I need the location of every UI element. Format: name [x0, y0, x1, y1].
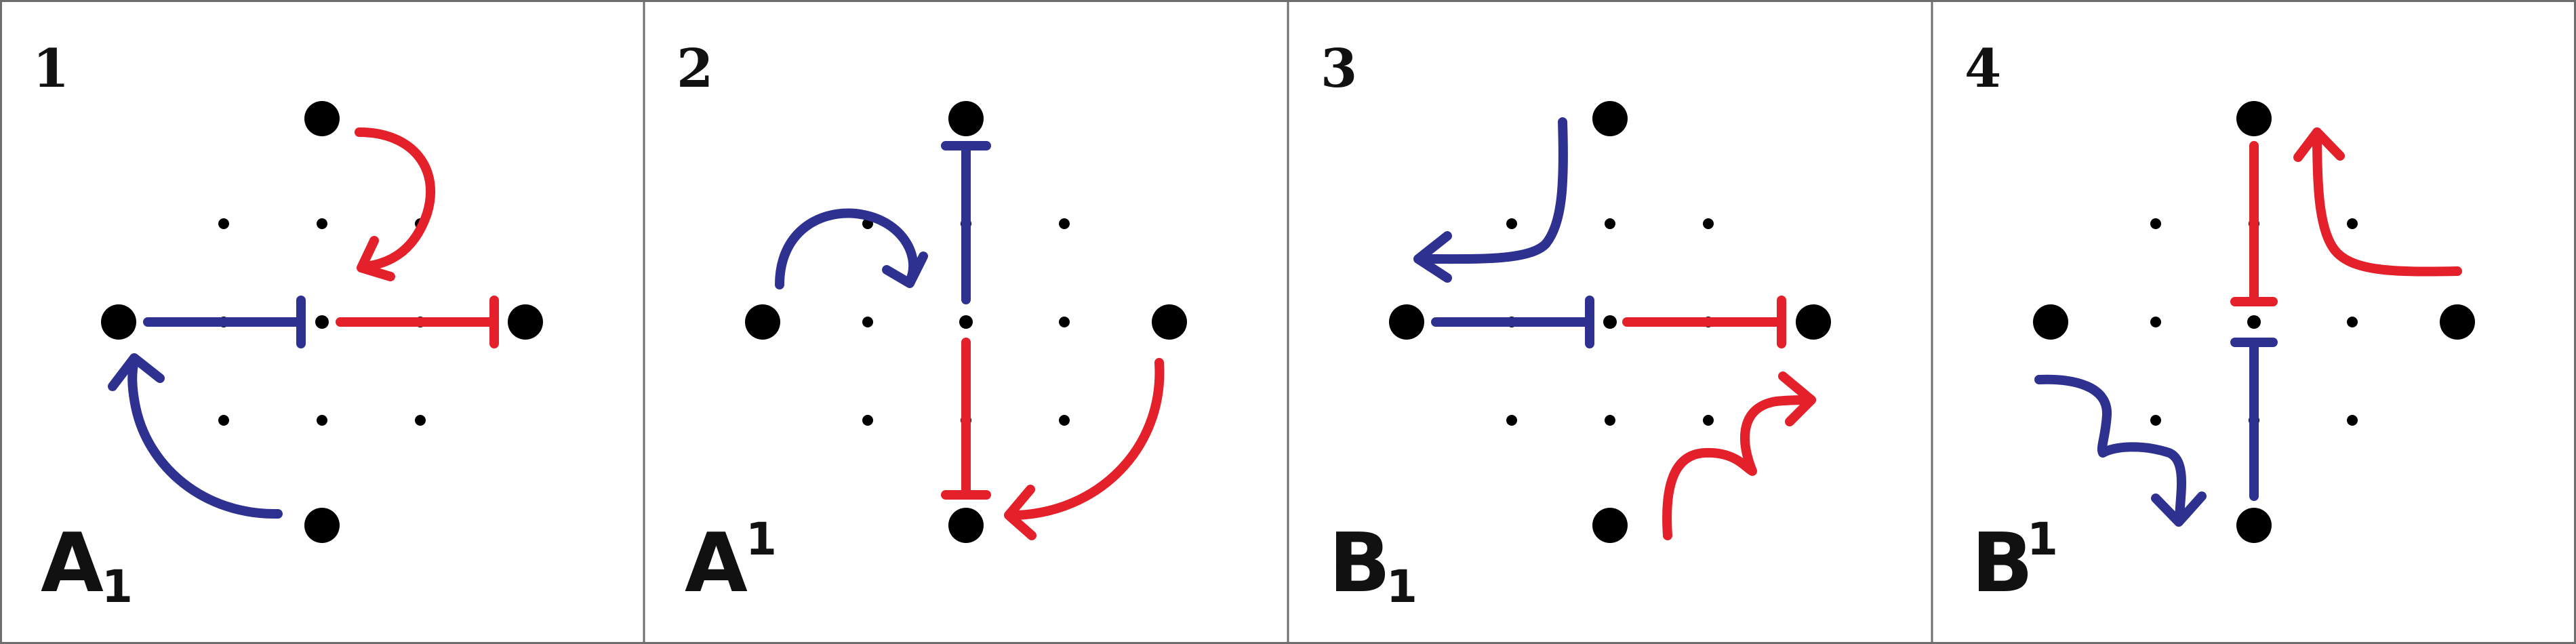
panel-4: 4 B 1 [1965, 38, 2475, 611]
panel-superscript: 1 [2027, 513, 2058, 565]
panel-number: 3 [1321, 38, 1357, 100]
panel-label: B [1329, 517, 1390, 611]
panel-superscript: 1 [746, 513, 777, 565]
red-curved-arrow [1009, 358, 1165, 520]
panel-3: 3 B 1 [1321, 38, 1831, 613]
red-curved-arrow [1662, 395, 1816, 540]
panel-subscript: 1 [102, 561, 133, 613]
panel-label: A [685, 517, 748, 611]
panel-number: 4 [1965, 38, 2001, 100]
panel-subscript: 1 [1386, 561, 1417, 613]
blue-curved-arrow [2034, 374, 2186, 525]
panel-number: 1 [33, 38, 69, 100]
panel-1: 1 A 1 [33, 38, 543, 613]
panel-2: 2 A 1 [677, 38, 1187, 611]
panel-number: 2 [677, 38, 713, 100]
red-curved-arrow [2312, 127, 2462, 277]
blue-curved-arrow [775, 208, 919, 289]
panel-label: B [1971, 517, 2033, 611]
blue-curved-arrow [1415, 117, 1568, 264]
panel-label: A [41, 517, 104, 611]
red-curved-arrow [355, 127, 435, 271]
blue-curved-arrow [127, 355, 283, 519]
